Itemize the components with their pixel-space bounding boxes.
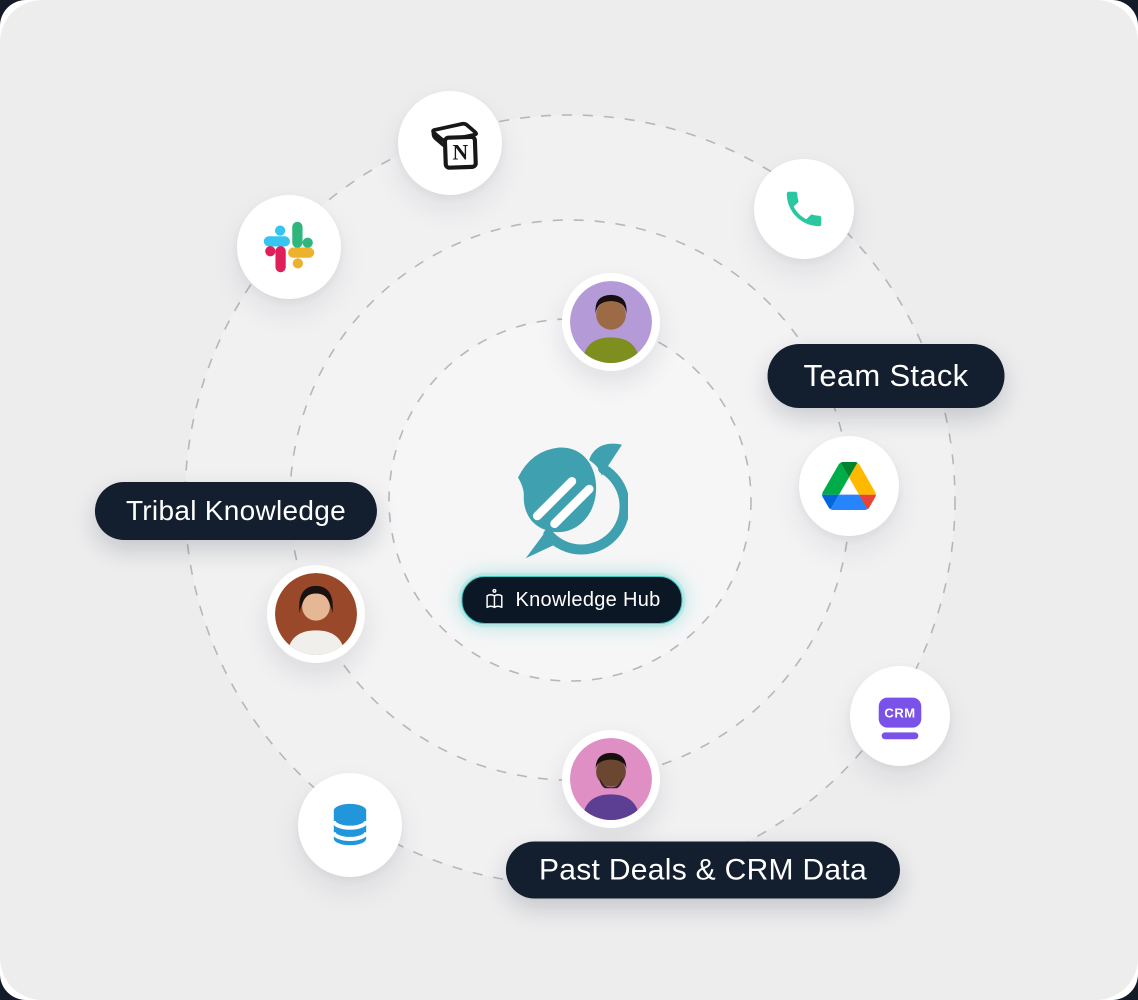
database-icon [331,803,369,846]
pill-tribal-knowledge-label: Tribal Knowledge [125,495,347,526]
svg-text:N: N [452,141,468,165]
pill-team-stack[interactable]: Team Stack [767,344,1005,408]
google-drive-icon [822,462,876,510]
knowledge-hub-badge-label: Knowledge Hub [515,588,661,611]
person-portrait [570,281,652,363]
person-portrait [570,738,652,820]
knowledge-hub-badge[interactable]: Knowledge Hub [461,576,683,624]
notion-icon: N [431,121,478,170]
notion-chip[interactable]: N [398,91,502,195]
crm-monitor-icon: CRM [878,697,922,740]
phone-chip[interactable] [754,159,854,259]
teammate-avatar-bottom [562,730,660,828]
slack-chip[interactable] [237,195,341,299]
teammate-avatar-top [562,273,660,371]
teammate-avatar-left [267,565,365,663]
pill-team-stack-label: Team Stack [803,358,969,393]
pill-past-deals[interactable]: Past Deals & CRM Data [505,841,901,899]
slack-icon [263,221,315,273]
person-portrait [275,573,357,655]
phone-call-icon [786,191,822,227]
pill-past-deals-label: Past Deals & CRM Data [538,853,868,886]
leaf-dart-logo [518,443,628,559]
crm-chip[interactable]: CRM [850,666,950,766]
google-drive-chip[interactable] [799,436,899,536]
svg-text:CRM: CRM [884,705,915,720]
open-book-icon [486,588,503,609]
database-chip[interactable] [298,773,402,877]
pill-tribal-knowledge[interactable]: Tribal Knowledge [94,482,378,540]
